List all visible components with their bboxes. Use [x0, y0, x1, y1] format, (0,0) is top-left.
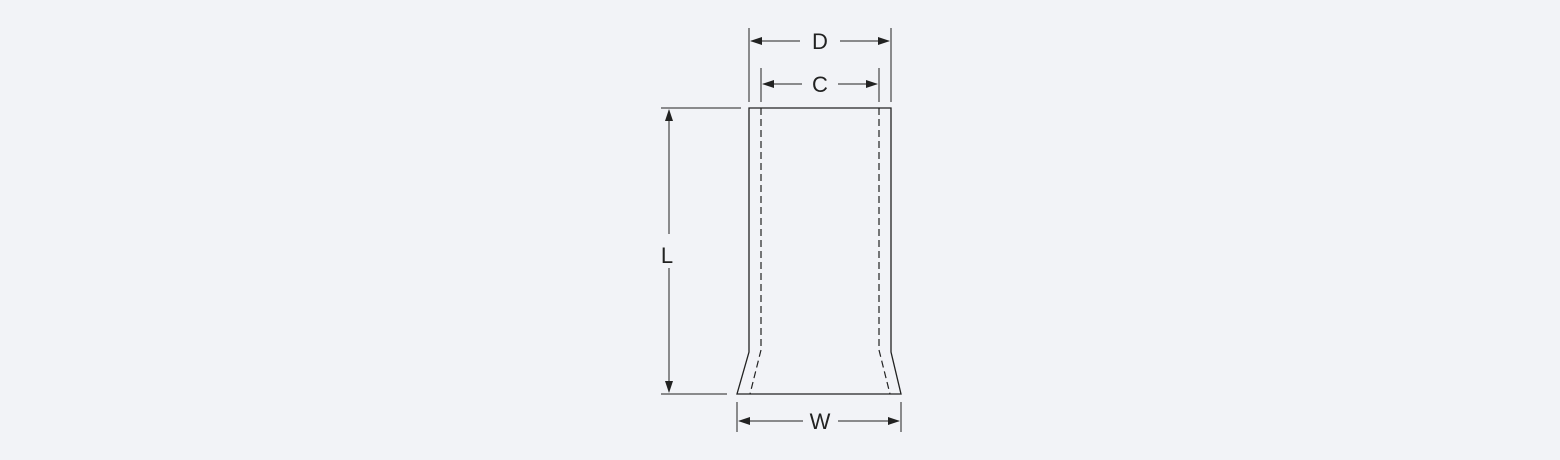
- dimension-d: D: [748, 28, 892, 102]
- dimension-d-label: D: [812, 29, 828, 54]
- sleeve-body-outline: [736, 107, 902, 395]
- dimension-w-label: W: [810, 409, 831, 434]
- inner-bore-right-line: [878, 108, 891, 395]
- dimension-l: L: [661, 107, 741, 395]
- sleeve-outline: [736, 107, 902, 395]
- dimension-c: C: [760, 68, 880, 102]
- dimension-l-label: L: [661, 243, 673, 268]
- inner-bore-hidden-lines: [749, 108, 891, 395]
- dimension-c-label: C: [812, 72, 828, 97]
- dimension-w: W: [736, 402, 902, 434]
- inner-bore-left-line: [749, 108, 762, 395]
